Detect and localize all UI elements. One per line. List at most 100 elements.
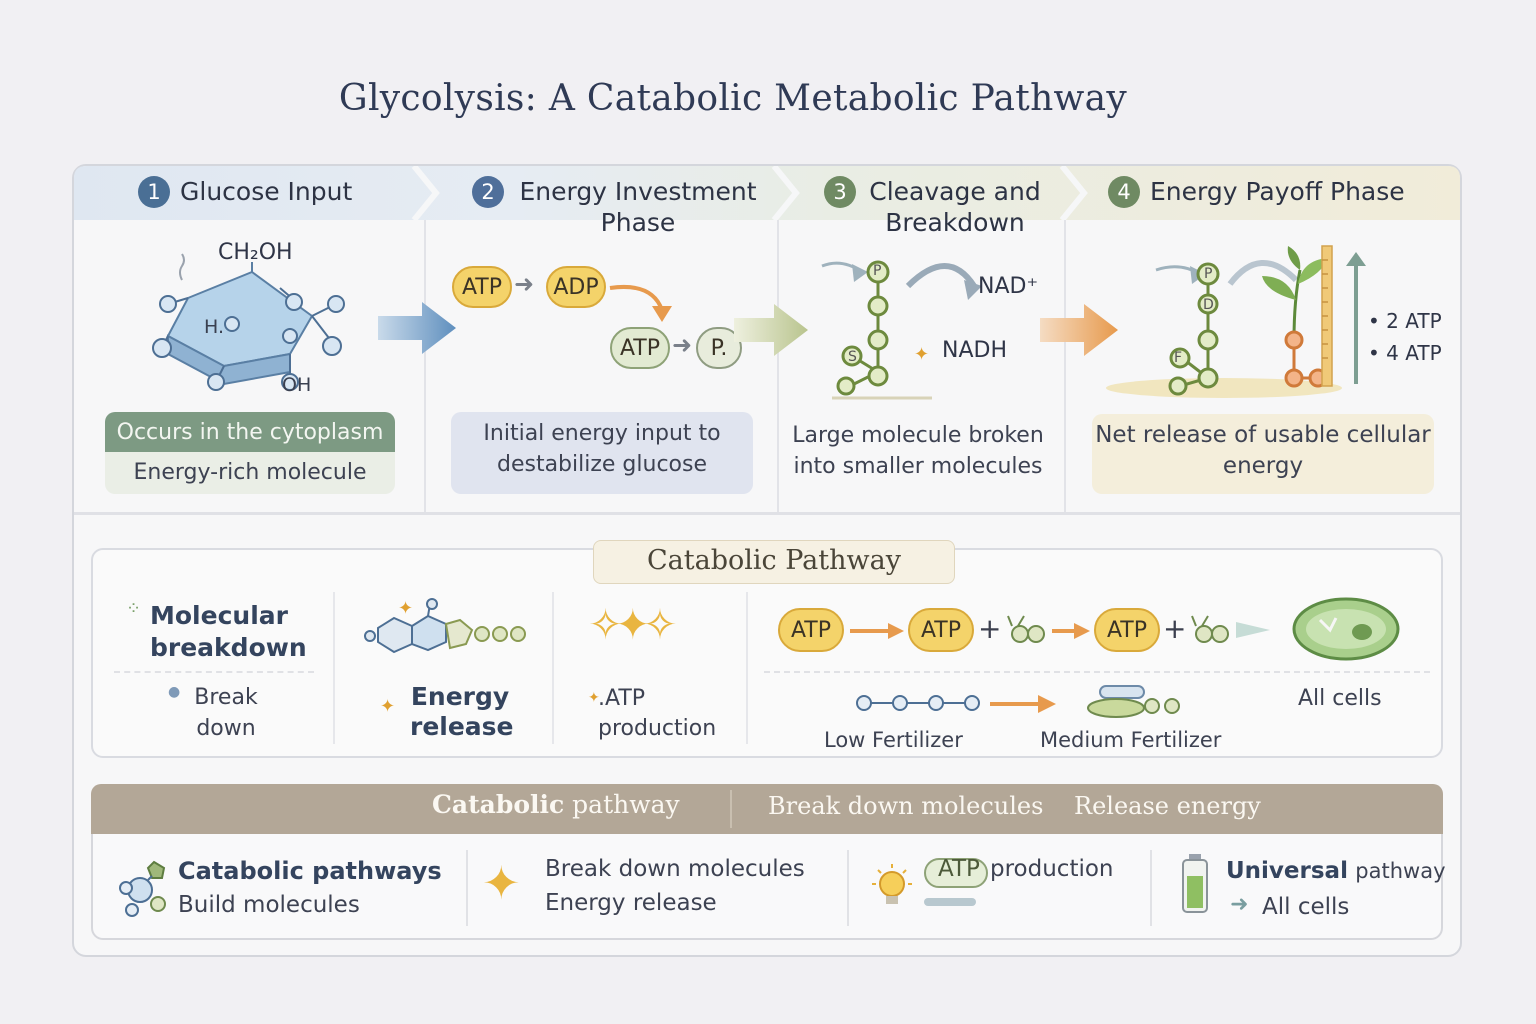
section-divider bbox=[74, 512, 1460, 515]
s-label: S bbox=[848, 349, 857, 365]
step-4-number: 4 bbox=[1108, 176, 1140, 208]
sparkle-icon: ✦ bbox=[482, 856, 521, 910]
curved-arrow-icon bbox=[609, 285, 672, 322]
column-divider bbox=[847, 850, 849, 926]
glucose-molecule-icon bbox=[152, 253, 345, 391]
atp-production-label: .ATP production bbox=[598, 686, 717, 741]
summary-catabolic: Catabolic pathway bbox=[432, 790, 680, 819]
step-4-heading: 4 Energy Payoff Phase bbox=[1108, 176, 1405, 208]
catabolic-pathways-title: Catabolic pathways bbox=[178, 857, 442, 885]
step-1-heading: 1 Glucose Input bbox=[138, 176, 352, 208]
progress-bar bbox=[924, 898, 976, 906]
column-divider bbox=[552, 592, 554, 744]
phosphate-label: P bbox=[873, 263, 882, 279]
summary-release: Release energy bbox=[1074, 792, 1261, 820]
step-2-number: 2 bbox=[472, 176, 504, 208]
summary-catabolic-bold: Catabolic bbox=[432, 790, 565, 819]
molecule-pair-icon bbox=[1007, 615, 1045, 643]
arrow-icon bbox=[1052, 623, 1090, 639]
universal-rest: pathway bbox=[1355, 859, 1446, 883]
summary-section bbox=[91, 834, 1443, 940]
arrow-icon: ➜ bbox=[672, 331, 693, 359]
step-1-title: Glucose Input bbox=[180, 177, 353, 206]
ho-label: H. bbox=[204, 316, 224, 338]
arrow-icon: ➜ bbox=[514, 270, 535, 298]
adp-pill: ADP bbox=[546, 266, 606, 308]
energy-release-label: Energy release bbox=[545, 890, 717, 916]
sparkles-icon: ✧✦✧ bbox=[588, 600, 678, 649]
cleavage-molecule-icon bbox=[821, 260, 982, 400]
column-divider bbox=[466, 850, 468, 926]
summary-break-down: Break down molecules bbox=[768, 792, 1044, 820]
sparkle-icon: ✦ bbox=[380, 696, 396, 717]
sparkle-icon: ⁘ bbox=[126, 598, 142, 619]
sparkle-icon: ✦ bbox=[588, 690, 600, 706]
break-down-molecules-label: Break down molecules bbox=[545, 856, 805, 882]
production-text: production bbox=[990, 856, 1114, 882]
atp-yield-2: • 2 ATP bbox=[1368, 309, 1442, 333]
arrow-icon: ➜ bbox=[1230, 892, 1249, 917]
build-molecules-label: Build molecules bbox=[178, 892, 360, 918]
step-1-number: 1 bbox=[138, 176, 170, 208]
step-2-title: Energy Investment Phase bbox=[519, 177, 757, 237]
column-divider bbox=[1150, 850, 1152, 926]
column-divider bbox=[333, 592, 335, 744]
energy-rich-note: Energy-rich molecule bbox=[105, 452, 395, 494]
atp-pill: ATP bbox=[908, 608, 974, 652]
step-3-heading: 3 Cleavage and Breakdown bbox=[824, 176, 1044, 238]
molecule-chain-icon: ✦ bbox=[364, 598, 526, 654]
payoff-growth-icon bbox=[1106, 245, 1366, 398]
ch2oh-label: CH₂OH bbox=[218, 240, 293, 265]
arrow-icon bbox=[990, 695, 1056, 713]
arrow-icon bbox=[850, 623, 904, 639]
atp-yield-4-label: 4 ATP bbox=[1386, 341, 1442, 365]
payoff-note: Net release of usable cellular energy bbox=[1092, 414, 1434, 494]
medium-fertilizer-label: Medium Fertilizer bbox=[1040, 728, 1222, 752]
atp-yield-4: • 4 ATP bbox=[1368, 341, 1442, 365]
sparkle-icon: ✦ bbox=[914, 344, 930, 365]
investment-note: Initial energy input to destabilize gluc… bbox=[451, 412, 753, 494]
plus-sign: + bbox=[978, 612, 1002, 645]
panel-divider bbox=[1064, 220, 1066, 512]
flow-arrow-icon bbox=[378, 302, 456, 354]
d-label: D bbox=[1203, 297, 1214, 313]
dashed-divider bbox=[764, 671, 1430, 673]
energy-release-label: Energy release bbox=[410, 682, 514, 741]
universal-pathway: Universal pathway bbox=[1226, 854, 1446, 888]
phosphate-label: P bbox=[1204, 266, 1213, 282]
universal-bold: Universal bbox=[1226, 858, 1348, 884]
atp-pill: ATP bbox=[452, 266, 512, 308]
cell-icon bbox=[1292, 597, 1400, 661]
catabolic-title: Catabolic Pathway bbox=[593, 540, 955, 584]
summary-bar bbox=[91, 784, 1443, 834]
cleavage-note: Large molecule broken into smaller molec… bbox=[792, 423, 1044, 479]
all-cells-label: All cells bbox=[1298, 686, 1382, 711]
f-label: F bbox=[1174, 350, 1183, 366]
low-fertilizer-label: Low Fertilizer bbox=[824, 728, 963, 752]
all-cells-summary: All cells bbox=[1262, 894, 1350, 920]
column-divider bbox=[746, 592, 748, 744]
panel-divider bbox=[777, 220, 779, 512]
nadh-label: NADH bbox=[942, 338, 1007, 363]
cytoplasm-note: Occurs in the cytoplasm bbox=[105, 412, 395, 452]
step-3-number: 3 bbox=[824, 176, 856, 208]
nad-label: NAD⁺ bbox=[978, 274, 1039, 299]
flow-arrow-icon bbox=[734, 304, 808, 356]
molecule-build-icon bbox=[119, 860, 166, 917]
panel-divider bbox=[424, 220, 426, 512]
plus-sign: + bbox=[1163, 612, 1187, 645]
atp-pill: ATP bbox=[610, 327, 670, 369]
atp-pill: ATP bbox=[778, 608, 844, 652]
page-title: Glycolysis: A Catabolic Metabolic Pathwa… bbox=[338, 78, 1128, 119]
molecule-cluster-icon bbox=[1087, 685, 1180, 718]
lightbulb-icon bbox=[872, 864, 912, 904]
oh-label: OH bbox=[282, 374, 312, 396]
atp-text: ATP bbox=[938, 856, 980, 882]
dashed-divider bbox=[114, 671, 314, 673]
molecular-breakdown-label: Molecular breakdown bbox=[150, 601, 307, 662]
atp-badge bbox=[924, 858, 988, 888]
molecule-chain-icon bbox=[856, 695, 980, 711]
summary-catabolic-rest: pathway bbox=[572, 790, 680, 819]
step-3-title: Cleavage and Breakdown bbox=[869, 177, 1041, 237]
atp-yield-2-label: 2 ATP bbox=[1386, 309, 1442, 333]
